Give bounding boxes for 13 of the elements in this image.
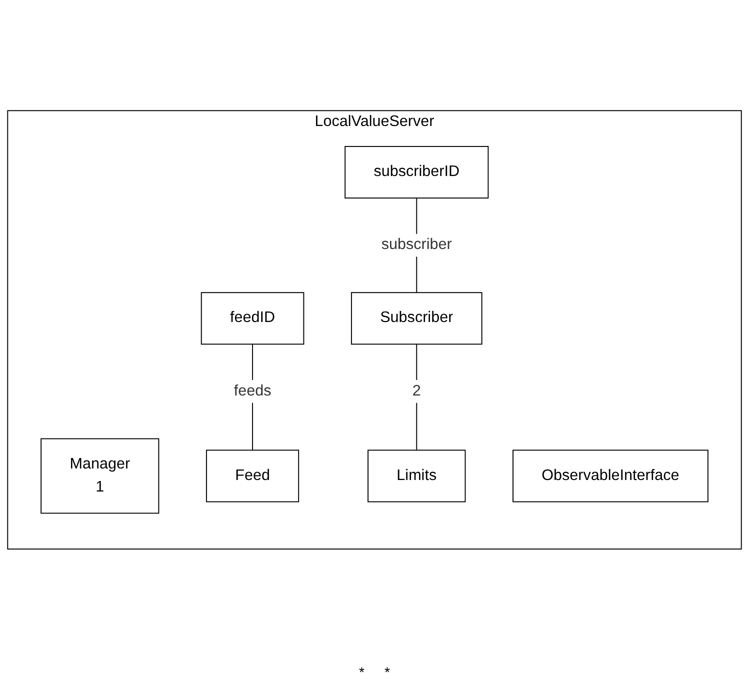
multiplicity-label: * — [359, 664, 364, 680]
node-box: ObservableInterface — [512, 450, 708, 502]
node-box: Feed — [206, 450, 300, 502]
edge-label: 2 — [412, 383, 421, 400]
edge-label: subscriber — [381, 236, 452, 254]
node-box: Limits — [368, 450, 466, 502]
multiplicity-label: * — [384, 664, 390, 680]
edge-label: feeds — [234, 383, 272, 400]
node-box: feedID — [200, 292, 304, 345]
node-box: Subscriber — [350, 292, 482, 345]
node-box: Manager 1 — [40, 438, 160, 514]
node-box: subscriberID — [344, 146, 489, 199]
connector — [416, 344, 418, 451]
